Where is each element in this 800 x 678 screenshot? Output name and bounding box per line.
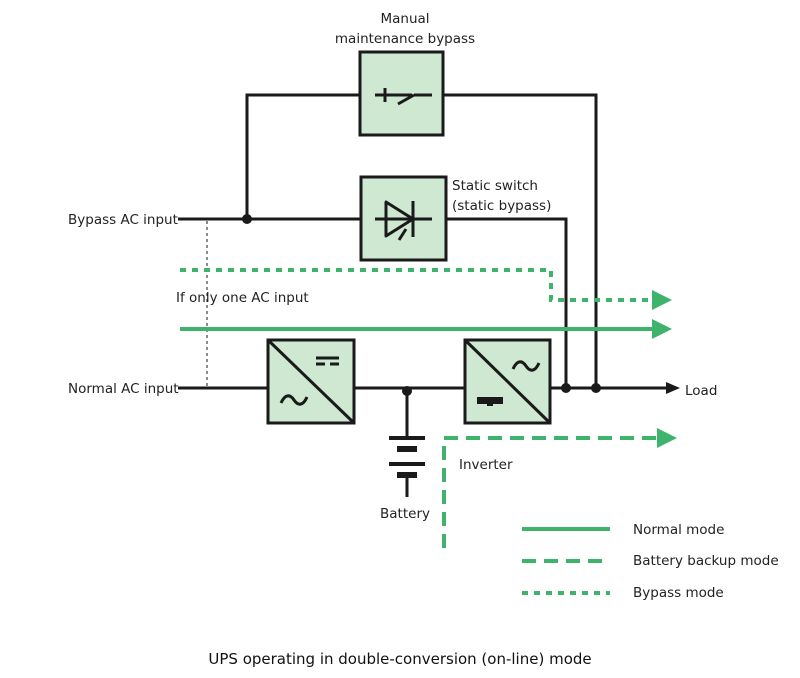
- junction-dot: [402, 386, 412, 396]
- normal-mode-arrowhead: [652, 319, 672, 339]
- wiring: [178, 93, 680, 497]
- switch-icon: [375, 88, 432, 106]
- single-input-note: If only one AC input: [176, 290, 309, 306]
- manual-bypass-return-wire: [443, 93, 598, 388]
- junction-dot: [591, 383, 601, 393]
- battery-symbol: [389, 436, 425, 478]
- ac-symbol-icon: [511, 360, 541, 372]
- dc-symbol-icon: [316, 356, 339, 366]
- rectifier: [266, 338, 356, 425]
- junction-dot: [242, 214, 252, 224]
- manual-bypass-wire: [245, 93, 360, 219]
- inverter-label: Inverter: [459, 457, 513, 473]
- flow-paths: [180, 268, 677, 548]
- static-switch-label-line2: (static bypass): [452, 198, 551, 214]
- bypass-mode-arrowhead: [652, 290, 672, 310]
- manual-bypass-label-line1: Manual: [380, 11, 429, 27]
- ac-symbol-icon: [279, 394, 309, 406]
- legend-battery-label: Battery backup mode: [633, 553, 779, 569]
- normal-ac-input-label: Normal AC input: [68, 381, 179, 397]
- bypass-mode-path: [180, 268, 652, 302]
- thyristor-icon: [375, 200, 432, 241]
- manual-bypass-label-line2: maintenance bypass: [335, 31, 475, 47]
- bypass-ac-input-label: Bypass AC input: [68, 212, 178, 228]
- legend-normal-label: Normal mode: [633, 522, 724, 538]
- legend: Normal mode Battery backup mode Bypass m…: [522, 522, 779, 601]
- labels: Manual maintenance bypass Static switch …: [68, 11, 717, 522]
- diagram-caption: UPS operating in double-conversion (on-l…: [208, 650, 591, 668]
- static-switch-output-wire: [446, 217, 568, 388]
- load-label: Load: [685, 383, 717, 399]
- battery-label: Battery: [380, 506, 430, 522]
- legend-bypass-label: Bypass mode: [633, 585, 724, 601]
- junction-dot: [561, 383, 571, 393]
- load-arrowhead: [666, 382, 680, 394]
- battery-mode-path: [442, 436, 657, 548]
- static-switch-label-line1: Static switch: [452, 178, 538, 194]
- inverter: [463, 338, 552, 425]
- static-switch: [359, 175, 448, 262]
- battery-mode-arrowhead: [657, 428, 677, 448]
- manual-bypass-switch: [358, 50, 445, 137]
- dc-symbol-icon: [477, 397, 503, 406]
